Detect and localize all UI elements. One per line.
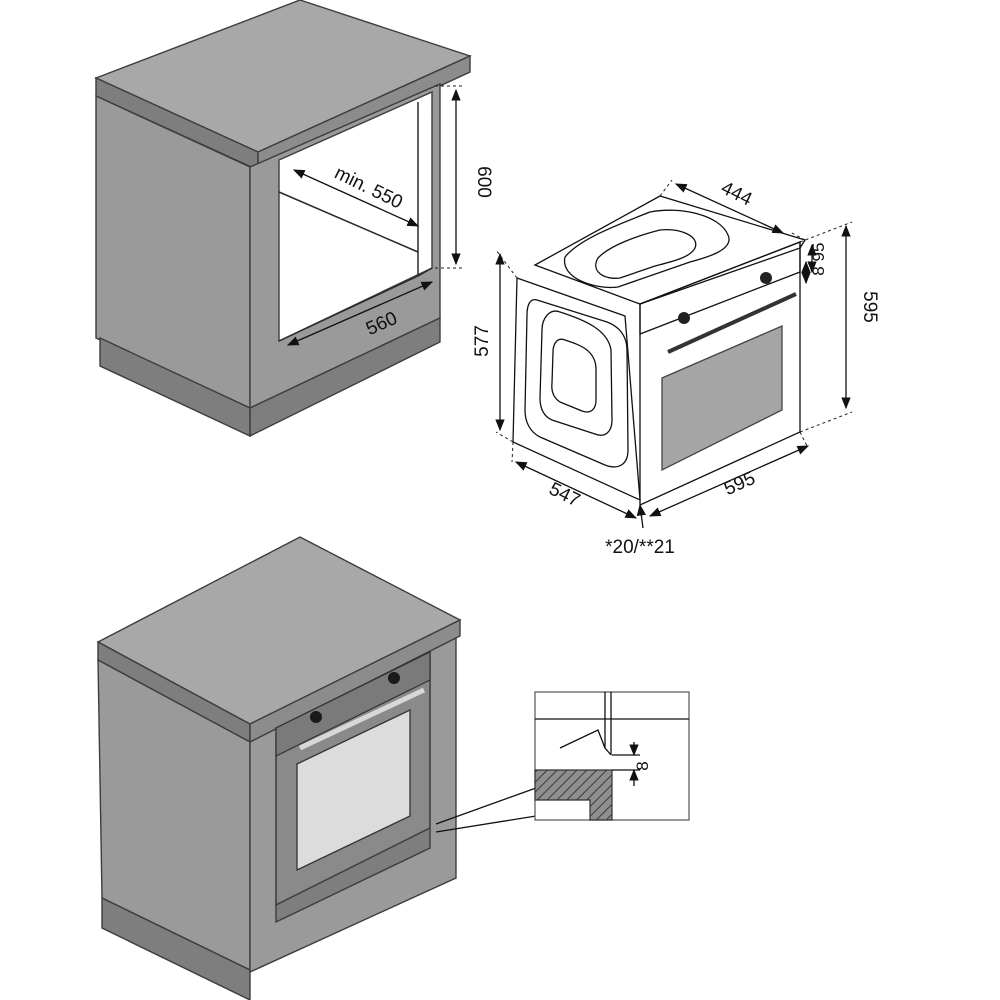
detail-leader-bottom (435, 815, 537, 833)
oven-body-side (512, 277, 641, 502)
installed-panel-bottom (275, 826, 431, 924)
installed-cabinet (96, 536, 462, 1000)
installed-knob-right-icon (388, 672, 400, 684)
oven-front-width-label: 595 (721, 468, 759, 500)
installed-oven-handle (298, 687, 426, 751)
niche-height-label: 600 (473, 166, 494, 198)
oven-control-panel (639, 241, 801, 335)
niche-dimension-lines (286, 85, 462, 346)
oven-panel-height-a-label: 95 (809, 243, 828, 262)
installed-plinth (101, 896, 251, 1000)
detail-gap-label: 8 (633, 761, 652, 770)
oven-body-height-label: 577 (472, 325, 493, 357)
oven-body-depth-label: 547 (546, 479, 584, 512)
niche-cabinet (94, 0, 472, 438)
detail-leader-top (435, 787, 537, 825)
installed-countertop-side (249, 618, 461, 744)
niche-plinth-right (249, 316, 441, 438)
oven-body-top (533, 195, 807, 305)
oven-knob-right-icon (760, 272, 772, 284)
installed-oven-window (296, 708, 411, 872)
detail-view (534, 691, 690, 821)
oven-handle (667, 292, 797, 354)
oven-dimension-lines (495, 179, 853, 529)
oven-outline (512, 195, 807, 507)
oven-knob-left-icon (678, 312, 690, 324)
oven-door-window (661, 325, 783, 472)
oven-top-recess (563, 209, 730, 289)
installed-knob-left-icon (310, 711, 322, 723)
oven-front-offset-label: *20/**21 (605, 537, 675, 558)
oven-total-height-label: 595 (859, 291, 880, 323)
oven-panel-height-b-label: 8 (809, 266, 828, 275)
